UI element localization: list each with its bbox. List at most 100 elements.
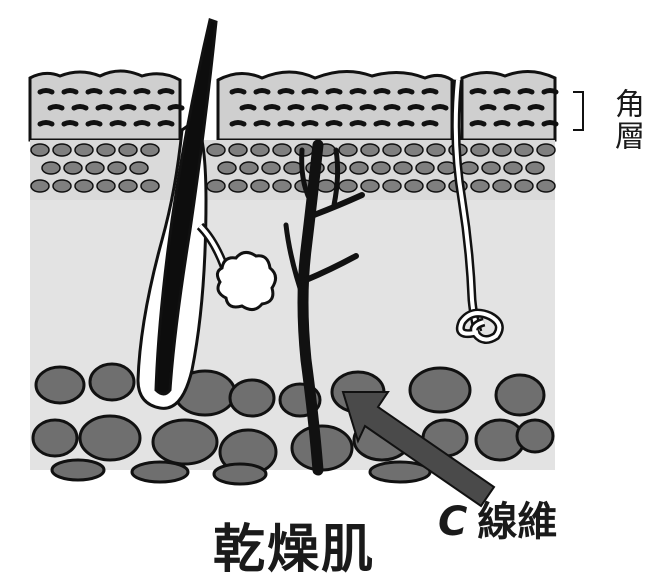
corneum-cell xyxy=(520,123,532,125)
corneum-cell xyxy=(352,123,364,125)
corneum-cell xyxy=(146,107,158,109)
granular-cell xyxy=(229,144,247,156)
granular-cell xyxy=(339,180,357,192)
granular-cell xyxy=(53,144,71,156)
granular-cell xyxy=(97,180,115,192)
corneum-cell xyxy=(98,107,110,109)
corneum-cell xyxy=(362,107,374,109)
granular-cell xyxy=(42,162,60,174)
granular-cell xyxy=(372,162,390,174)
corneum-cell xyxy=(136,123,148,125)
corneum-cell xyxy=(170,107,182,109)
granular-cell xyxy=(75,180,93,192)
fat-cell xyxy=(214,464,266,484)
fat-cell xyxy=(496,375,544,415)
c-fiber-text: 線維 xyxy=(477,499,557,545)
corneum-cell xyxy=(122,107,134,109)
granular-cell xyxy=(427,144,445,156)
corneum-cell xyxy=(280,123,292,125)
corneum-cell xyxy=(40,91,52,93)
granular-cell xyxy=(394,162,412,174)
corneum-cell xyxy=(290,107,302,109)
granular-cell xyxy=(31,144,49,156)
granular-cell xyxy=(339,144,357,156)
fat-cell xyxy=(90,364,134,400)
corneum-cell xyxy=(482,107,494,109)
c-fiber-label: C線維 xyxy=(438,489,557,547)
corneum-cell xyxy=(544,91,556,93)
corneum-cell xyxy=(64,91,76,93)
granular-cell xyxy=(350,162,368,174)
corneum-cell xyxy=(328,91,340,93)
corneum-cell xyxy=(410,107,422,109)
granular-cell xyxy=(361,180,379,192)
corneum-cell xyxy=(314,107,326,109)
corneum-cell xyxy=(506,107,518,109)
granular-cell xyxy=(207,180,225,192)
corneum-cell xyxy=(304,91,316,93)
granular-cell xyxy=(53,180,71,192)
granular-cell xyxy=(141,144,159,156)
corneum-cell xyxy=(242,107,254,109)
c-fiber-prefix: C xyxy=(438,499,467,545)
corneum-cell xyxy=(232,123,244,125)
granular-cell xyxy=(515,180,533,192)
granular-cell xyxy=(229,180,247,192)
stratum-bracket xyxy=(573,92,583,130)
corneum-cell xyxy=(232,91,244,93)
corneum-cell xyxy=(160,123,172,125)
corneum-cell xyxy=(424,91,436,93)
granular-cell xyxy=(493,144,511,156)
granular-cell xyxy=(31,180,49,192)
granular-cell xyxy=(218,162,236,174)
fat-cell xyxy=(517,420,553,452)
granular-cell xyxy=(273,144,291,156)
granular-cell xyxy=(361,144,379,156)
corneum-cell xyxy=(280,91,292,93)
granular-cell xyxy=(405,180,423,192)
corneum-cell xyxy=(88,123,100,125)
fat-cell xyxy=(80,416,140,460)
corneum-cell xyxy=(496,123,508,125)
granular-cell xyxy=(75,144,93,156)
dry-skin-title: 乾燥肌 xyxy=(213,507,375,582)
corneum-cell xyxy=(544,123,556,125)
granular-cell xyxy=(383,144,401,156)
granular-cell xyxy=(130,162,148,174)
corneum-cell xyxy=(256,91,268,93)
granular-cell xyxy=(108,162,126,174)
granular-cell xyxy=(119,144,137,156)
corneum-cell xyxy=(74,107,86,109)
corneum-cell xyxy=(400,91,412,93)
fat-cell xyxy=(36,367,84,403)
granular-cell xyxy=(262,162,280,174)
granular-cell xyxy=(416,162,434,174)
granular-cell xyxy=(141,180,159,192)
fat-cell xyxy=(230,380,274,416)
corneum-cell xyxy=(266,107,278,109)
corneum-cell xyxy=(352,91,364,93)
granular-cell xyxy=(251,180,269,192)
corneum-cell xyxy=(496,91,508,93)
granular-cell xyxy=(64,162,82,174)
fat-cell xyxy=(153,420,217,464)
granular-cell xyxy=(493,180,511,192)
granular-cell xyxy=(240,162,258,174)
corneum-cell xyxy=(160,91,172,93)
granular-cell xyxy=(526,162,544,174)
granular-cell xyxy=(97,144,115,156)
granular-cell xyxy=(515,144,533,156)
corneum-cell xyxy=(304,123,316,125)
granular-cell xyxy=(471,180,489,192)
stratum-corneum-layer xyxy=(30,71,556,140)
corneum-cell xyxy=(50,107,62,109)
corneum-cell xyxy=(424,123,436,125)
corneum-cell xyxy=(112,91,124,93)
corneum-cell xyxy=(136,91,148,93)
corneum-cell xyxy=(530,107,542,109)
corneum-cell xyxy=(40,123,52,125)
corneum-cell xyxy=(434,107,446,109)
granular-cell xyxy=(251,144,269,156)
corneum-cell xyxy=(376,91,388,93)
